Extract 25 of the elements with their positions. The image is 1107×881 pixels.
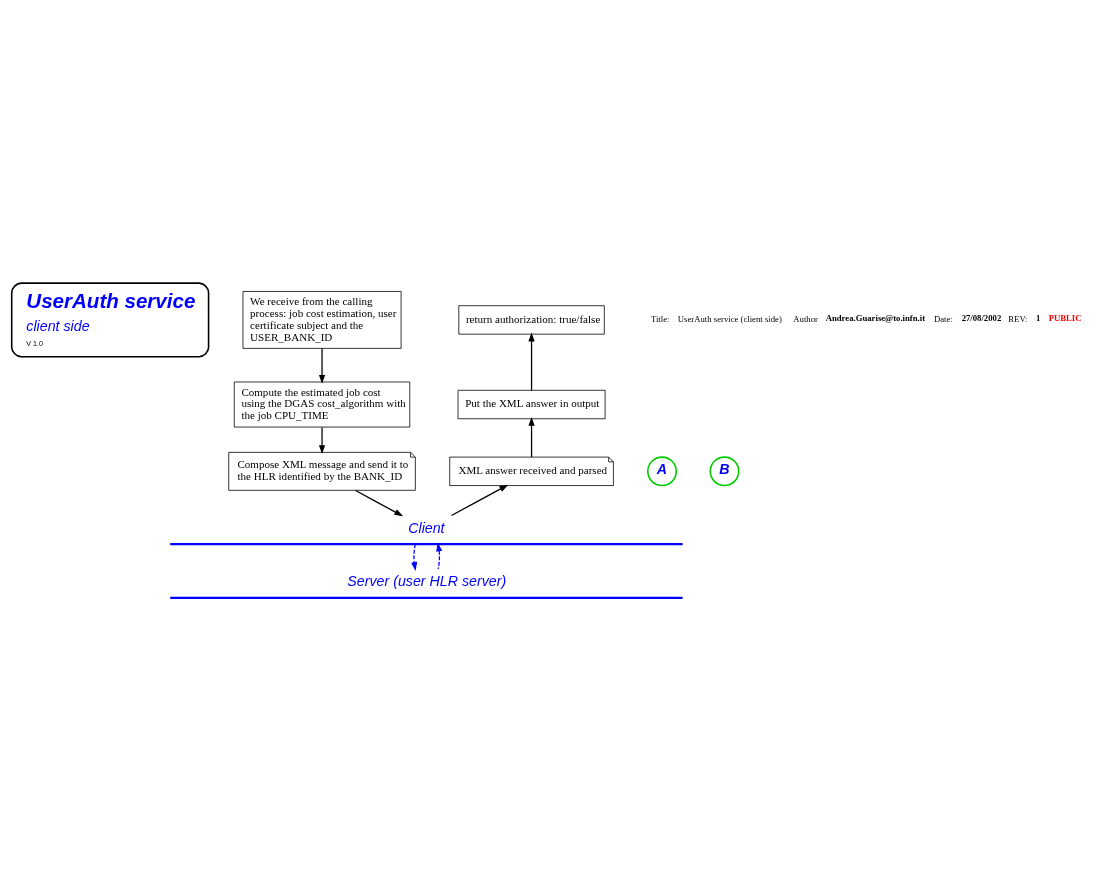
label: 27/08/2002	[961, 313, 1002, 324]
label: UserAuth service (client side)	[677, 314, 782, 325]
arrow	[528, 332, 535, 391]
label: Andrea.Guarise@to.infn.it	[825, 313, 926, 324]
label: Date:	[934, 314, 953, 325]
arrow	[318, 426, 326, 455]
node-box: Put the XML answer in output	[457, 389, 606, 420]
arrow	[436, 542, 443, 570]
node-box: We receive from the calling process: job cost estimation, user certificate subject and the USER_BANK_ID	[242, 291, 402, 349]
node-circle: B	[709, 456, 740, 487]
node-text: Client	[408, 519, 445, 536]
arrow	[450, 484, 509, 517]
label: REV:	[1008, 314, 1028, 325]
arrow	[318, 347, 326, 384]
node-box: Compute the estimated job cost using the DGAS cost_algorithm with the job CPU_TIME	[233, 381, 411, 428]
arrow	[355, 489, 404, 517]
label: PUBLIC	[1048, 313, 1082, 324]
node-box: return authorization: true/false	[458, 305, 605, 335]
label: Title:	[650, 314, 670, 325]
arrow	[411, 543, 418, 571]
node-circle: A	[647, 456, 678, 487]
node-text: Server (user HLR server)	[347, 573, 507, 590]
arrow	[528, 416, 535, 458]
label: Author	[793, 314, 818, 325]
label: 1	[1035, 313, 1041, 324]
